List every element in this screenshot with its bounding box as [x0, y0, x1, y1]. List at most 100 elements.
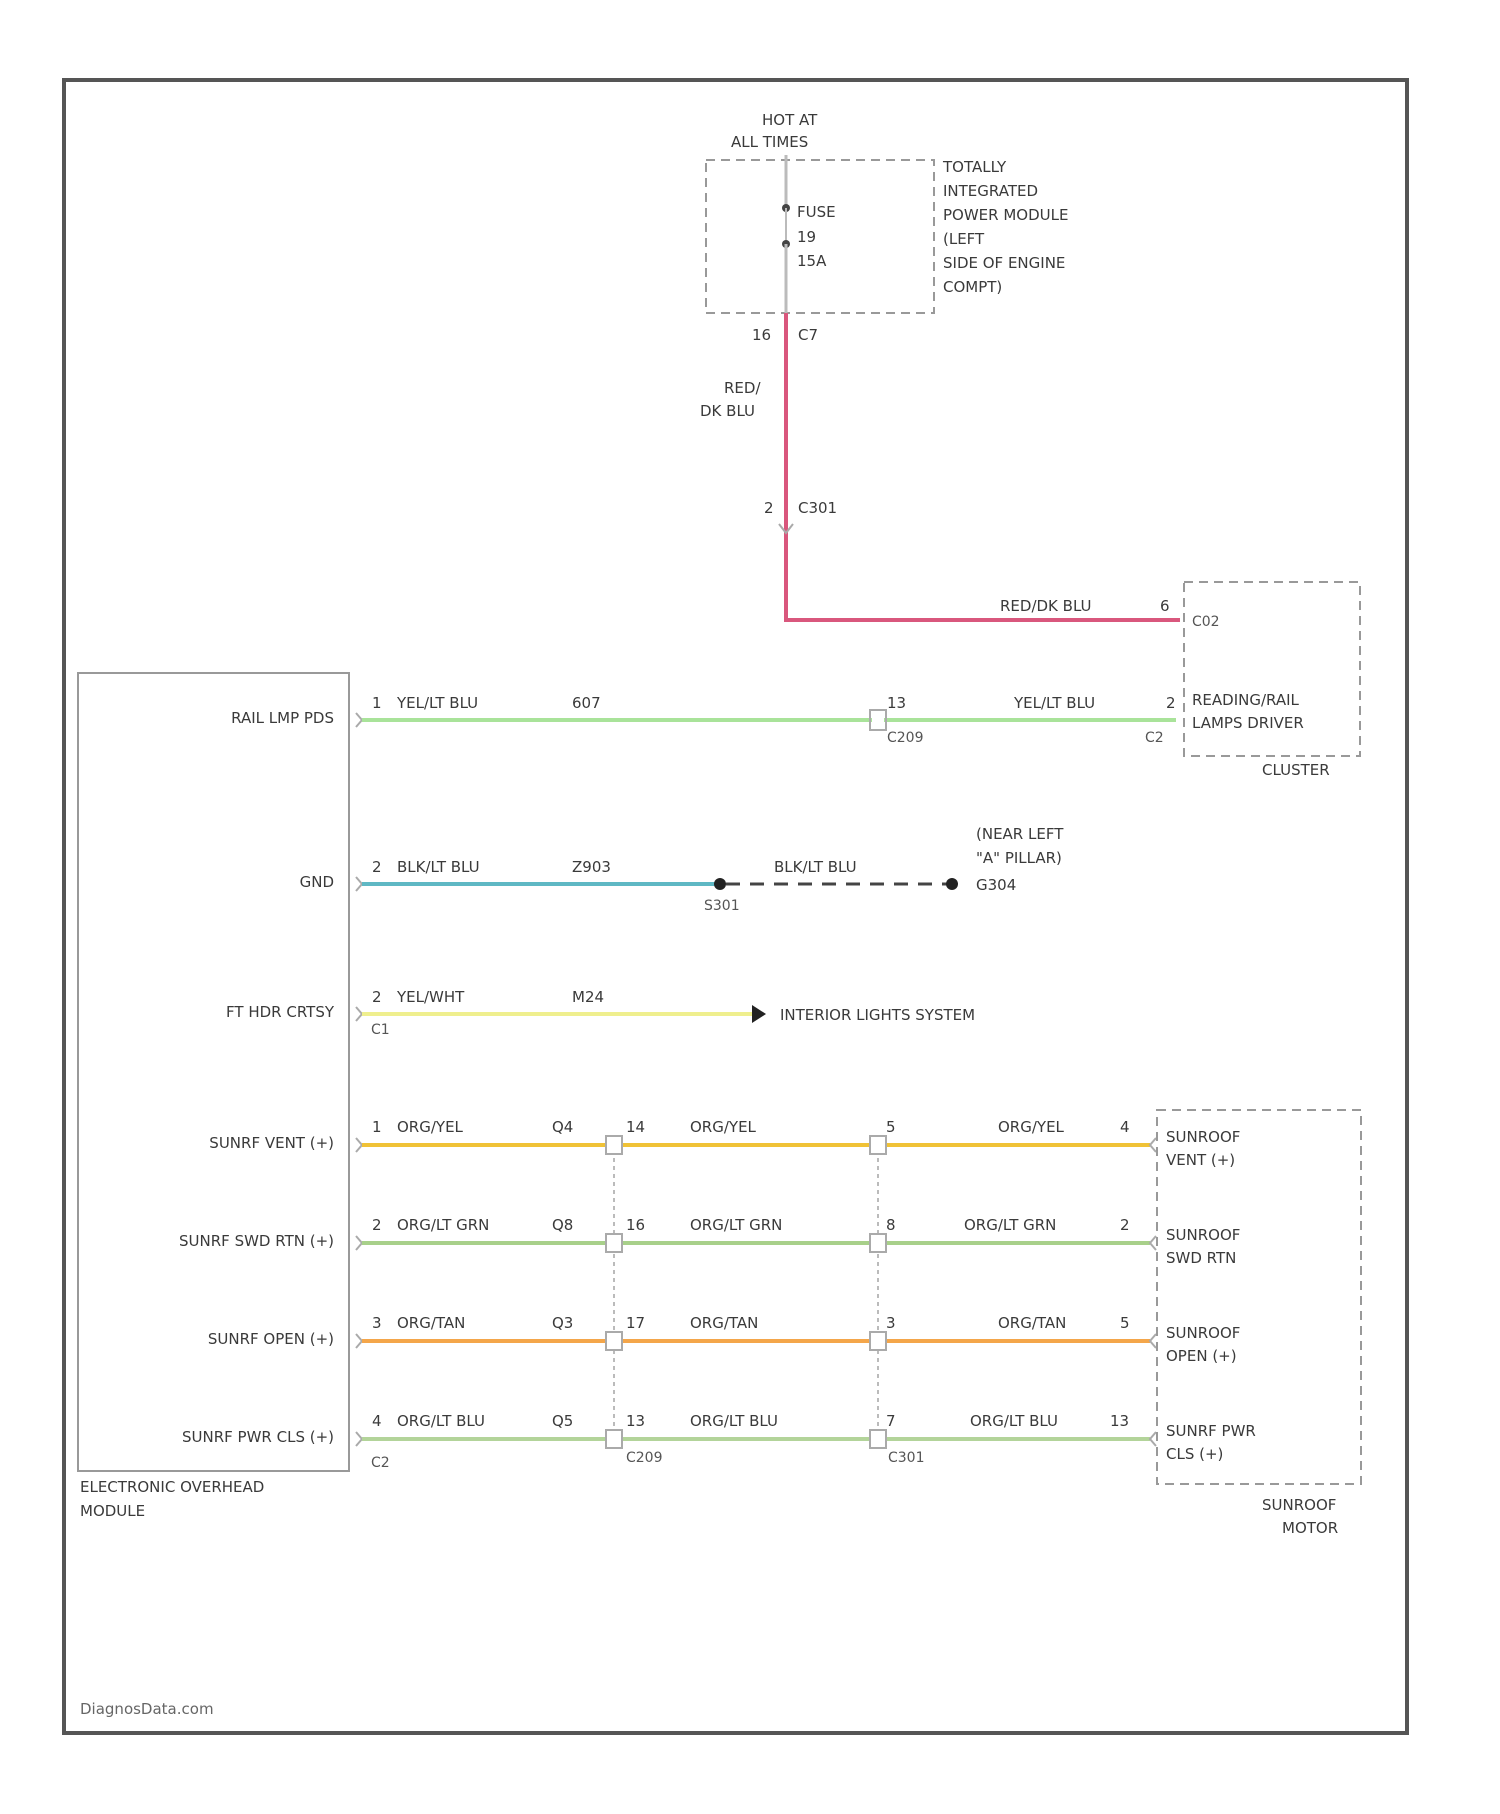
rail-color: YEL/LT BLU: [396, 694, 478, 712]
vent-color2: ORG/YEL: [690, 1118, 757, 1136]
crtsy-destination: INTERIOR LIGHTS SYSTEM: [780, 1006, 975, 1024]
eom-pin-open: SUNRF OPEN (+): [208, 1330, 334, 1348]
swd-pin2: 16: [626, 1216, 645, 1234]
motor-label-line1: SUNROOF: [1262, 1496, 1336, 1514]
eom-pin-vent: SUNRF VENT (+): [209, 1134, 334, 1152]
motor-pin-open-1: SUNROOF: [1166, 1324, 1240, 1342]
open-color: ORG/TAN: [397, 1314, 465, 1332]
open-conn-b: [870, 1332, 886, 1350]
ground-note-2: "A" PILLAR): [976, 849, 1062, 867]
eom-label-line1: ELECTRONIC OVERHEAD: [80, 1478, 264, 1496]
fuse-rating: 15A: [797, 252, 827, 270]
motor-pin-vent-1: SUNROOF: [1166, 1128, 1240, 1146]
tipm-connector: C7: [798, 326, 818, 344]
vent-pin2: 14: [626, 1118, 645, 1136]
motor-pin-open-2: OPEN (+): [1166, 1347, 1237, 1365]
swd-color: ORG/LT GRN: [397, 1216, 489, 1234]
tipm-box: [706, 160, 934, 313]
rail-mid-connector: C209: [887, 730, 924, 746]
fuse-label: FUSE: [797, 203, 836, 221]
open-color2: ORG/TAN: [690, 1314, 758, 1332]
swd-conn-b: [870, 1234, 886, 1252]
tipm-name-6: COMPT): [943, 278, 1002, 296]
eom-pin-rail: RAIL LMP PDS: [231, 709, 334, 727]
gnd-splice-dot: [714, 878, 726, 890]
tipm-name-2: INTEGRATED: [943, 182, 1038, 200]
crtsy-circuit: M24: [572, 988, 604, 1006]
eom-pin-swd: SUNRF SWD RTN (+): [179, 1232, 334, 1250]
gnd-dash-color: BLK/LT BLU: [774, 858, 857, 876]
crtsy-pin: 2: [372, 988, 382, 1006]
rail-mid-pin: 13: [887, 694, 906, 712]
eom-c1: C1: [371, 1022, 390, 1038]
ground-note-1: (NEAR LEFT: [976, 825, 1064, 843]
vent-end-pin: 4: [1120, 1118, 1130, 1136]
close-circuit: Q5: [552, 1412, 573, 1430]
feed-cluster-pin: 6: [1160, 597, 1170, 615]
cluster-label: CLUSTER: [1262, 761, 1330, 779]
cluster-driver-line1: READING/RAIL: [1192, 691, 1300, 709]
eom-c2: C2: [371, 1455, 390, 1471]
open-pin2: 17: [626, 1314, 645, 1332]
vent-color3: ORG/YEL: [998, 1118, 1065, 1136]
motor-terminal-marks: [1150, 1138, 1156, 1446]
cluster-driver-line2: LAMPS DRIVER: [1192, 714, 1304, 732]
feed-cluster-color: RED/DK BLU: [1000, 597, 1092, 615]
source-label-line1: HOT AT: [762, 111, 818, 129]
vent-circuit: Q4: [552, 1118, 573, 1136]
swd-pin: 2: [372, 1216, 382, 1234]
ground-id: G304: [976, 876, 1016, 894]
eom-pin-crtsy: FT HDR CRTSY: [226, 1003, 335, 1021]
tipm-name-4: (LEFT: [943, 230, 985, 248]
motor-pin-vent-2: VENT (+): [1166, 1151, 1235, 1169]
feed-inline-pin: 2: [764, 499, 774, 517]
tipm-name-1: TOTALLY: [942, 158, 1007, 176]
motor-label-line2: MOTOR: [1282, 1519, 1338, 1537]
vent-conn-b: [870, 1136, 886, 1154]
open-end-pin: 5: [1120, 1314, 1130, 1332]
rail-circuit: 607: [572, 694, 601, 712]
eom-pin-gnd: GND: [300, 873, 334, 891]
ground-point-dot: [946, 878, 958, 890]
motor-pin-close-1: SUNRF PWR: [1166, 1422, 1256, 1440]
close-conn-b-label: C301: [888, 1450, 925, 1466]
eom-box: [78, 673, 349, 1471]
close-conn-a: [606, 1430, 622, 1448]
feed-cluster-terminal: C02: [1192, 614, 1220, 630]
open-conn-a: [606, 1332, 622, 1350]
rail-pin: 1: [372, 694, 382, 712]
rail-right-color: YEL/LT BLU: [1013, 694, 1095, 712]
close-color3: ORG/LT BLU: [970, 1412, 1058, 1430]
swd-color3: ORG/LT GRN: [964, 1216, 1056, 1234]
fuse-number: 19: [797, 228, 816, 246]
motor-pin-close-2: CLS (+): [1166, 1445, 1223, 1463]
close-pin: 4: [372, 1412, 382, 1430]
close-pin3: 7: [886, 1412, 896, 1430]
open-circuit: Q3: [552, 1314, 573, 1332]
open-color3: ORG/TAN: [998, 1314, 1066, 1332]
feed-inline-connector: C301: [798, 499, 837, 517]
motor-pin-swd-2: SWD RTN: [1166, 1249, 1236, 1267]
gnd-pin: 2: [372, 858, 382, 876]
vent-conn-a: [606, 1136, 622, 1154]
feed-color-line1: RED/: [724, 379, 761, 397]
close-conn-b: [870, 1430, 886, 1448]
swd-conn-a: [606, 1234, 622, 1252]
open-pin3: 3: [886, 1314, 896, 1332]
crtsy-color: YEL/WHT: [396, 988, 465, 1006]
eom-terminal-marks: [356, 713, 362, 1446]
eom-pin-close: SUNRF PWR CLS (+): [182, 1428, 334, 1446]
rail-right-connector: C2: [1145, 730, 1164, 746]
swd-color2: ORG/LT GRN: [690, 1216, 782, 1234]
crtsy-arrow-icon: [752, 1005, 766, 1023]
watermark: DiagnosData.com: [80, 1700, 214, 1718]
close-color2: ORG/LT BLU: [690, 1412, 778, 1430]
open-pin: 3: [372, 1314, 382, 1332]
close-pin2: 13: [626, 1412, 645, 1430]
tipm-name-5: SIDE OF ENGINE: [943, 254, 1065, 272]
feed-color-line2: DK BLU: [700, 402, 755, 420]
swd-circuit: Q8: [552, 1216, 573, 1234]
gnd-splice: S301: [704, 898, 740, 914]
rail-right-pin: 2: [1166, 694, 1176, 712]
